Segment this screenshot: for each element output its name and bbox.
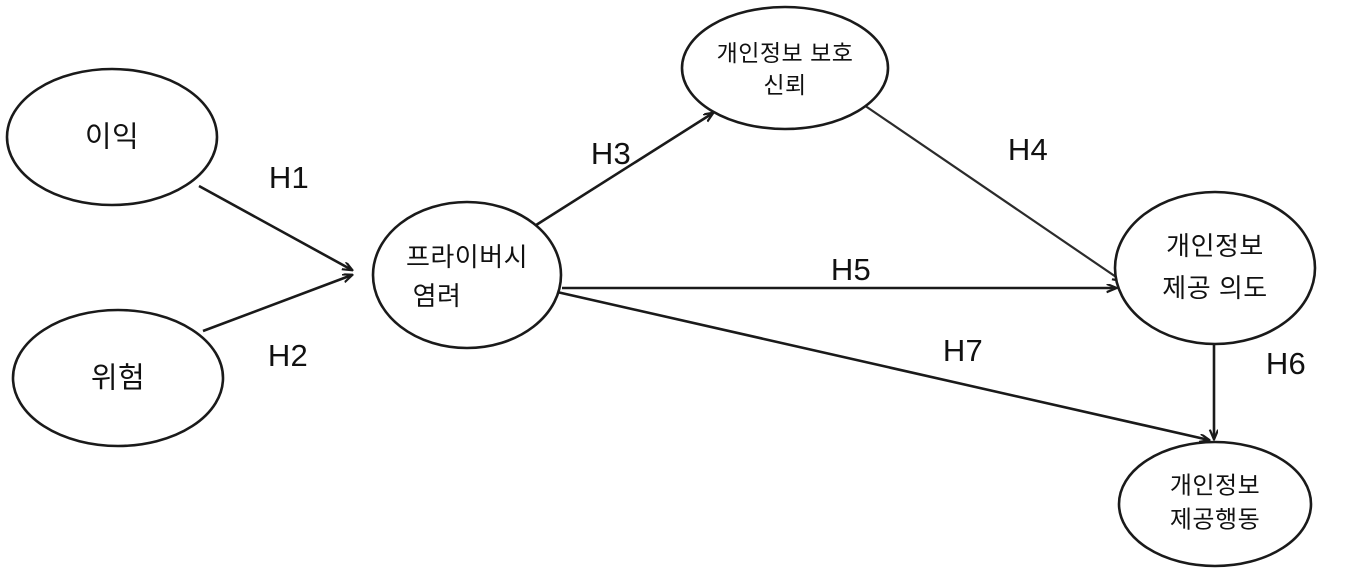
node-provision-behavior[interactable]: 개인정보 제공행동 <box>1117 440 1313 568</box>
node-protection-trust-label-line-1: 개인정보 보호 <box>717 40 854 66</box>
node-benefit-label-line-1: 이익 <box>85 122 139 154</box>
edge-label-h6: H6 <box>1266 346 1306 381</box>
node-risk[interactable]: 위험 <box>11 308 225 448</box>
node-provision-behavior-ellipse <box>1117 440 1313 568</box>
edge-label-h3: H3 <box>591 136 631 171</box>
edge-h3-line <box>532 113 713 229</box>
node-benefit[interactable]: 이익 <box>5 67 219 207</box>
node-privacy-concern-label-line-2: 염려 <box>413 281 462 311</box>
edges-layer <box>198 102 1214 440</box>
edge-label-h2: H2 <box>268 338 308 373</box>
node-privacy-concern-ellipse <box>371 200 563 350</box>
edge-h4-line <box>860 102 1122 281</box>
node-privacy-concern-label-line-1: 프라이버시 <box>406 242 528 272</box>
node-provision-intention[interactable]: 개인정보 제공 의도 <box>1113 190 1317 346</box>
edge-label-h7: H7 <box>943 333 983 368</box>
node-provision-behavior-label-line-1: 개인정보 <box>1170 472 1260 499</box>
node-protection-trust[interactable]: 개인정보 보호 신뢰 <box>680 5 890 131</box>
edge-h2-line <box>202 275 352 333</box>
node-protection-trust-ellipse <box>680 5 890 131</box>
edge-label-h1: H1 <box>269 160 309 195</box>
edge-h1-line <box>198 184 352 270</box>
node-risk-ellipse <box>11 308 225 448</box>
node-privacy-concern[interactable]: 프라이버시 염려 <box>371 200 563 350</box>
node-benefit-ellipse <box>5 67 219 207</box>
node-provision-behavior-label-line-2: 제공행동 <box>1170 506 1260 533</box>
nodes-layer: 이익 위험 프라이버시 염려 개인정보 보호 신뢰 개인 <box>5 5 1317 568</box>
node-risk-label-line-1: 위험 <box>91 362 145 395</box>
edge-h7-line <box>556 290 1209 440</box>
edge-label-h4: H4 <box>1008 132 1048 167</box>
edge-label-h5: H5 <box>831 252 871 287</box>
node-protection-trust-label-line-2: 신뢰 <box>763 72 806 98</box>
edge-labels-layer: H1 H2 H3 H4 H5 H6 H7 <box>268 132 1306 381</box>
node-provision-intention-label-line-1: 개인정보 <box>1166 231 1264 261</box>
node-provision-intention-label-line-2: 제공 의도 <box>1162 273 1267 303</box>
node-provision-intention-ellipse <box>1113 190 1317 346</box>
